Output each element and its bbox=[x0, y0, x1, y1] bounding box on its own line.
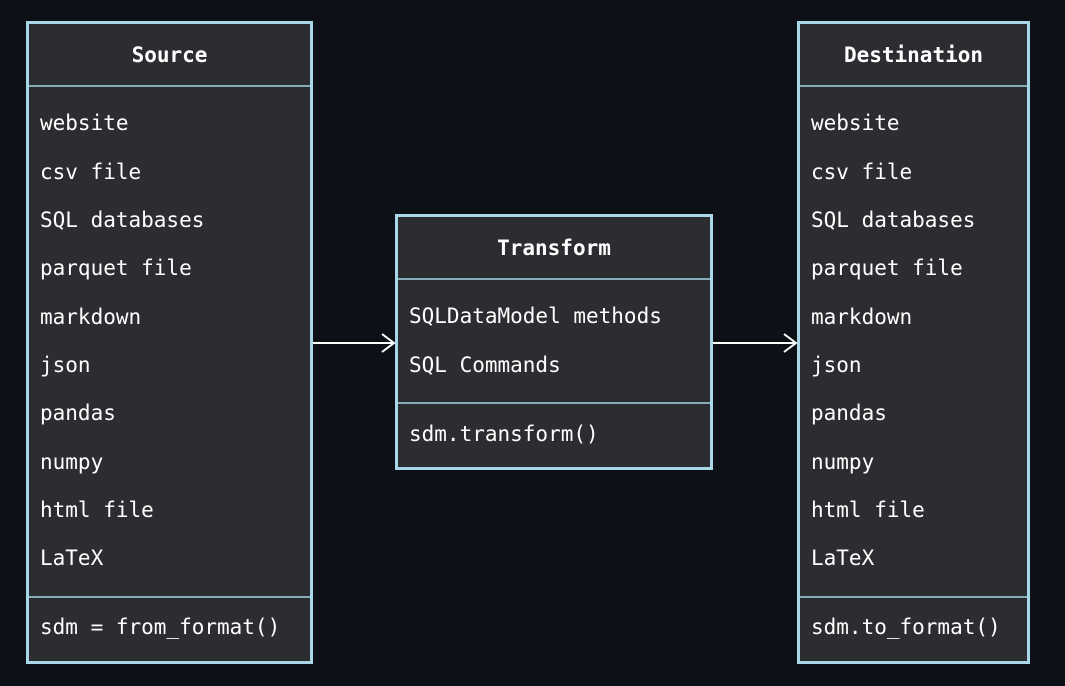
source-item: json bbox=[40, 353, 91, 377]
source-item: markdown bbox=[40, 305, 142, 329]
transform-title: Transform bbox=[497, 236, 611, 260]
source-title-divider bbox=[29, 85, 310, 87]
destination-item: json bbox=[811, 353, 862, 377]
source-item: SQL databases bbox=[40, 208, 205, 232]
source-item: numpy bbox=[40, 450, 104, 474]
source-title: Source bbox=[131, 43, 208, 67]
destination-box: Destination website csv file SQL databas… bbox=[797, 21, 1030, 664]
transform-box: Transform SQLDataModel methods SQL Comma… bbox=[395, 214, 713, 470]
destination-method: sdm.to_format() bbox=[811, 615, 1001, 639]
source-item: website bbox=[40, 111, 129, 135]
transform-title-divider bbox=[398, 278, 710, 280]
transform-method-divider bbox=[398, 402, 710, 404]
destination-item: html file bbox=[811, 498, 925, 522]
transform-to-destination-arrow bbox=[713, 333, 798, 353]
destination-method-divider bbox=[800, 596, 1027, 598]
transform-item: SQL Commands bbox=[409, 353, 561, 377]
transform-item: SQLDataModel methods bbox=[409, 304, 662, 328]
destination-item: website bbox=[811, 111, 900, 135]
destination-item: markdown bbox=[811, 305, 913, 329]
source-item: LaTeX bbox=[40, 546, 104, 570]
destination-item: csv file bbox=[811, 160, 913, 184]
source-item: html file bbox=[40, 498, 154, 522]
destination-title: Destination bbox=[843, 43, 984, 67]
destination-item: numpy bbox=[811, 450, 875, 474]
source-item: csv file bbox=[40, 160, 142, 184]
source-item: parquet file bbox=[40, 256, 192, 280]
source-box: Source website csv file SQL databases pa… bbox=[26, 21, 313, 664]
source-method-divider bbox=[29, 596, 310, 598]
destination-item: SQL databases bbox=[811, 208, 976, 232]
source-method: sdm = from_format() bbox=[40, 615, 281, 639]
destination-title-divider bbox=[800, 85, 1027, 87]
destination-item: pandas bbox=[811, 401, 887, 425]
source-to-transform-arrow bbox=[313, 333, 396, 353]
destination-item: LaTeX bbox=[811, 546, 875, 570]
transform-method: sdm.transform() bbox=[409, 422, 599, 446]
destination-item: parquet file bbox=[811, 256, 963, 280]
source-item: pandas bbox=[40, 401, 116, 425]
